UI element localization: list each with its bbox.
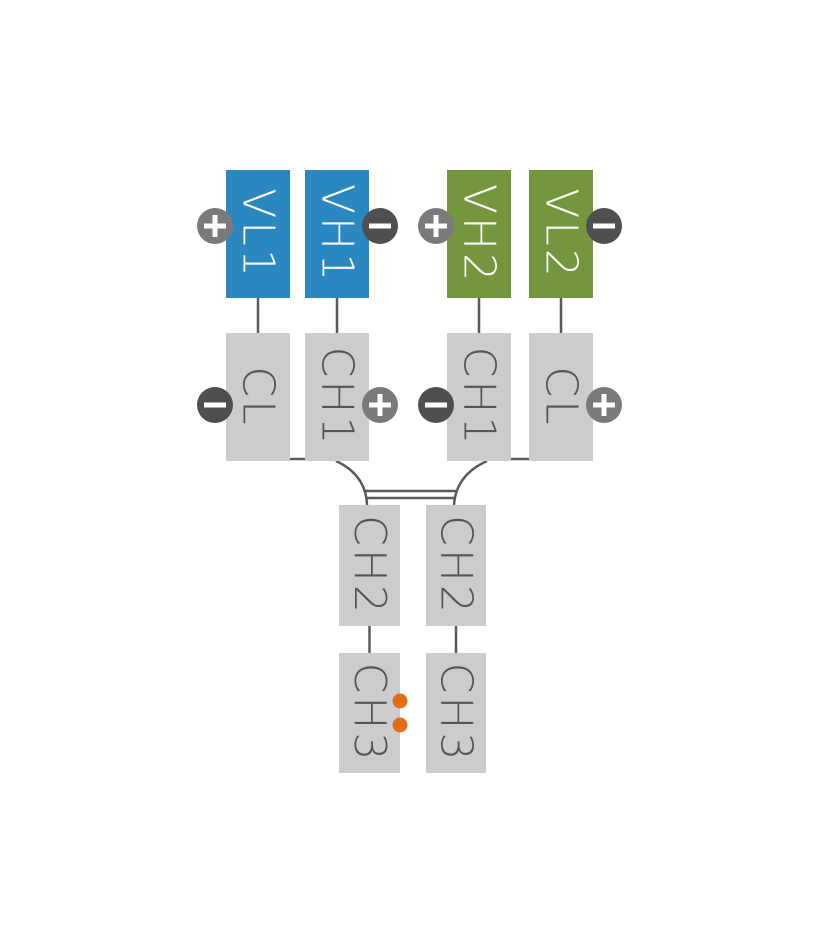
domain-label: CL — [536, 366, 587, 427]
domain-label: CH2 — [431, 515, 482, 616]
domain-ch1-right[interactable]: CH1 — [447, 333, 511, 461]
domain-ch2-left[interactable]: CH2 — [339, 505, 400, 626]
domain-box — [426, 653, 486, 773]
domain-box — [426, 505, 486, 626]
minus-terminal-icon — [197, 387, 233, 423]
domain-box — [305, 170, 369, 298]
domain-label: VL2 — [536, 188, 587, 280]
hinge-right — [452, 459, 488, 506]
domain-label: VH2 — [454, 184, 505, 284]
minus-terminal-icon — [586, 208, 622, 244]
domain-vh1[interactable]: VH1 — [305, 170, 369, 298]
minus-terminal-icon — [418, 387, 454, 423]
minus-terminal-icon — [362, 208, 398, 244]
domain-label: CH2 — [344, 515, 395, 616]
domain-ch1-left[interactable]: CH1 — [305, 333, 369, 461]
plus-terminal-icon — [362, 387, 398, 423]
domain-ch3-left[interactable]: CH3 — [339, 653, 400, 773]
domain-label: CH3 — [344, 663, 395, 764]
domain-box — [226, 170, 290, 298]
plus-terminal-icon — [197, 208, 233, 244]
domain-label: CH3 — [431, 663, 482, 764]
domain-vh2[interactable]: VH2 — [447, 170, 511, 298]
domain-box — [339, 653, 400, 773]
domain-label: VL1 — [233, 188, 284, 280]
domain-label: CH1 — [312, 347, 363, 448]
terminals — [197, 208, 622, 733]
domain-box — [305, 333, 369, 461]
plus-terminal-icon — [418, 208, 454, 244]
domain-box — [226, 333, 290, 461]
domain-cl-right[interactable]: CL — [529, 333, 593, 461]
domain-box — [339, 505, 400, 626]
connectors — [256, 298, 563, 653]
domain-label: CL — [233, 366, 284, 427]
knob-marker-dot — [392, 693, 408, 709]
domain-ch2-right[interactable]: CH2 — [426, 505, 486, 626]
domain-vl1[interactable]: VL1 — [226, 170, 290, 298]
knob-marker-dot — [392, 717, 408, 733]
domain-box — [529, 333, 593, 461]
domain-vl2[interactable]: VL2 — [529, 170, 593, 298]
plus-terminal-icon — [586, 387, 622, 423]
domain-label: CH1 — [454, 347, 505, 448]
domain-box — [447, 333, 511, 461]
domain-label: VH1 — [312, 184, 363, 284]
domain-box — [447, 170, 511, 298]
domain-box — [529, 170, 593, 298]
domain-ch3-right[interactable]: CH3 — [426, 653, 486, 773]
hinge-left — [335, 459, 369, 506]
domain-cl-left[interactable]: CL — [226, 333, 290, 461]
